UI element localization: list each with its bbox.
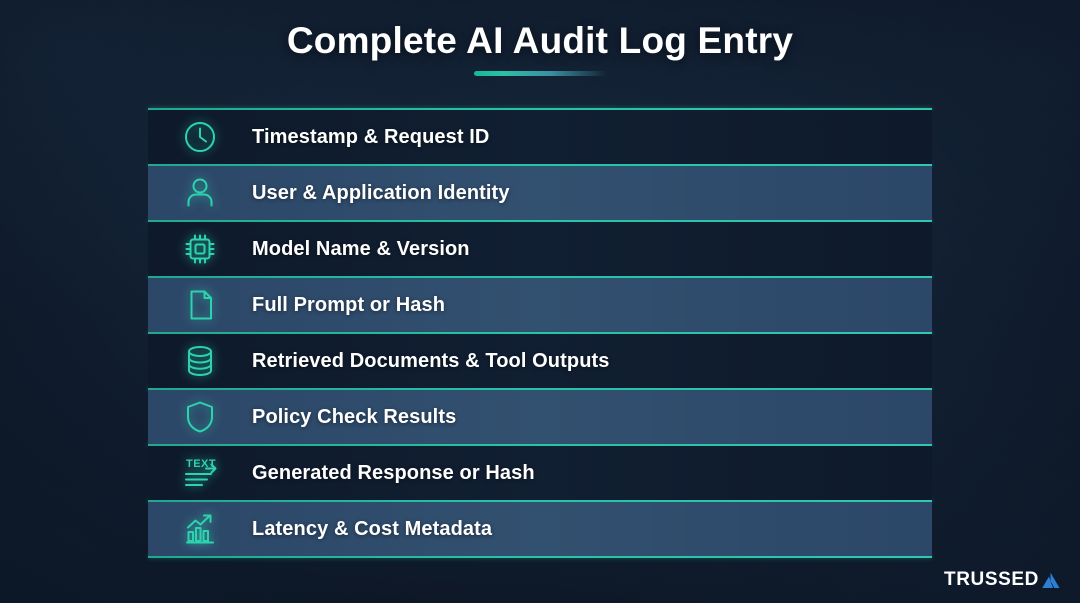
list-item[interactable]: TEXT Generated Response or Hash: [148, 446, 932, 500]
user-icon: [148, 174, 252, 212]
list-item-label: Policy Check Results: [252, 405, 457, 428]
clock-icon: [148, 118, 252, 156]
title-underline-accent: [473, 71, 607, 76]
list-item-label: Latency & Cost Metadata: [252, 517, 493, 540]
list-item[interactable]: Retrieved Documents & Tool Outputs: [148, 334, 932, 388]
page-title-block: Complete AI Audit Log Entry: [0, 20, 1080, 76]
list-item-label: Full Prompt or Hash: [252, 293, 446, 316]
list-divider: [148, 332, 932, 334]
list-item[interactable]: Policy Check Results: [148, 390, 932, 444]
list-item[interactable]: Full Prompt or Hash: [148, 278, 932, 332]
list-item-label: Generated Response or Hash: [252, 461, 535, 484]
chip-icon: [148, 230, 252, 268]
trussed-ai-logo: TRUSSED: [944, 569, 1062, 591]
shield-icon: [148, 398, 252, 436]
list-item-label: Retrieved Documents & Tool Outputs: [252, 349, 610, 372]
list-divider: [148, 444, 932, 446]
text-flow-icon: TEXT: [148, 454, 252, 492]
svg-text:TEXT: TEXT: [186, 458, 216, 470]
list-item-label: User & Application Identity: [252, 181, 510, 204]
database-icon: [148, 342, 252, 380]
list-divider: [148, 276, 932, 278]
triangle-mark-icon: [1042, 572, 1060, 588]
list-item-label: Model Name & Version: [252, 237, 470, 260]
list-item[interactable]: Timestamp & Request ID: [148, 110, 932, 164]
document-icon: [148, 286, 252, 324]
list-divider: [148, 108, 932, 110]
list-item[interactable]: Latency & Cost Metadata: [148, 502, 932, 556]
list-divider: [148, 556, 932, 558]
page-title: Complete AI Audit Log Entry: [286, 20, 794, 61]
audit-log-entry-list: Timestamp & Request ID User & Application…: [148, 108, 932, 558]
list-item-label: Timestamp & Request ID: [252, 125, 490, 148]
list-divider: [148, 220, 932, 222]
logo-wordmark: TRUSSED: [944, 569, 1039, 590]
list-item[interactable]: Model Name & Version: [148, 222, 932, 276]
list-divider: [148, 388, 932, 390]
list-divider: [148, 164, 932, 166]
bar-chart-trend-icon: [148, 510, 252, 548]
list-item[interactable]: User & Application Identity: [148, 166, 932, 220]
list-divider: [148, 500, 932, 502]
